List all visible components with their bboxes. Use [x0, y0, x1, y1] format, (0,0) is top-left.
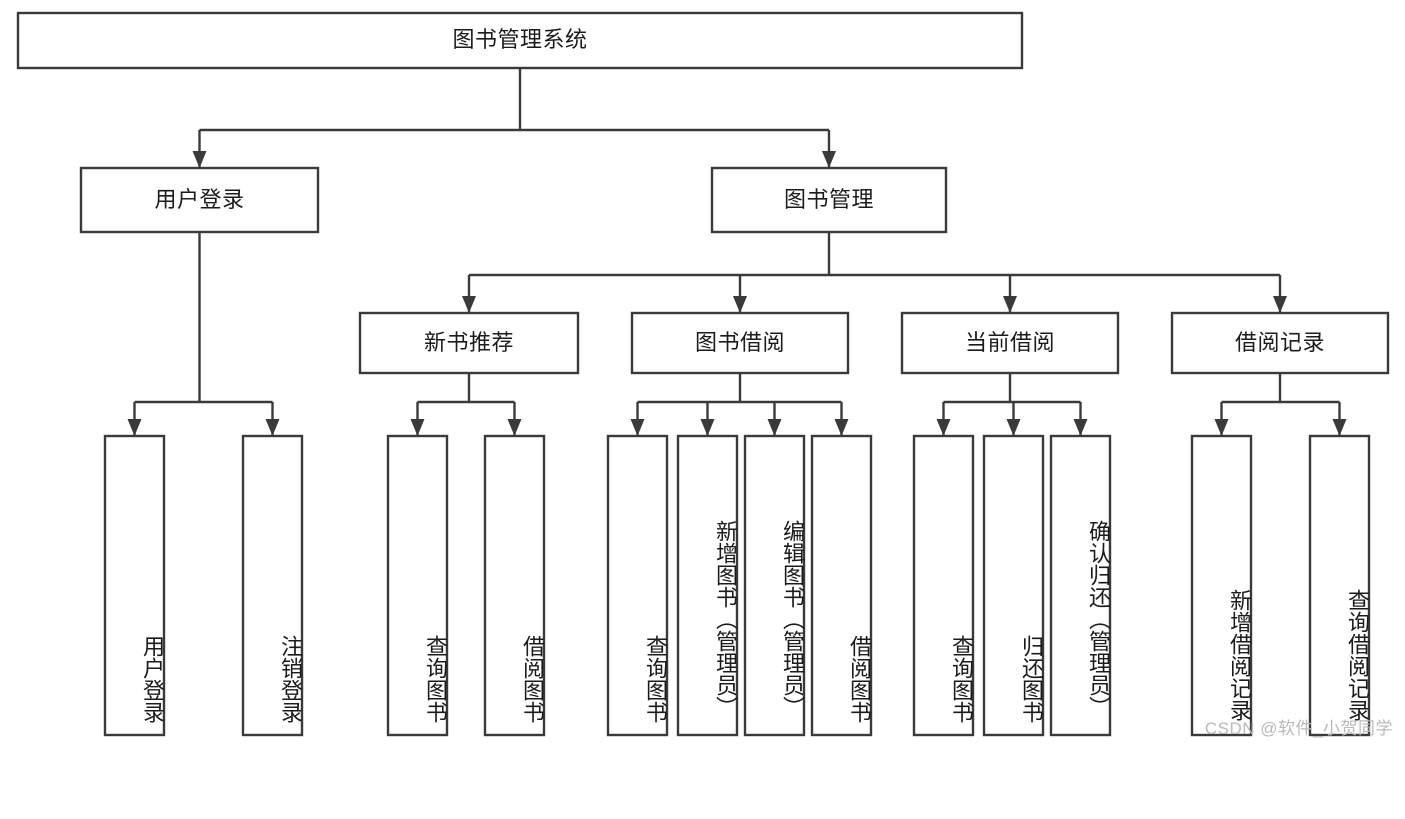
arrow-icon-leaf-confirm-return [1073, 419, 1088, 436]
node-box-leaf-user-logout [241, 434, 304, 737]
node-box-leaf-edit-book [743, 434, 806, 737]
node-box-leaf-query-book-borrow [606, 434, 669, 737]
node-box-leaf-add-book [676, 434, 739, 737]
arrow-icon-leaf-borrow-book [834, 419, 849, 436]
arrow-icon-borrow-records [1273, 296, 1287, 313]
node-box-leaf-add-borrow-record [1190, 434, 1253, 737]
node-box-leaf-borrow-book-recommend [483, 434, 546, 737]
node-box-borrow-records [1170, 311, 1390, 375]
arrow-icon-leaf-add-book [700, 419, 715, 436]
diagram-canvas [16, 11, 1390, 737]
arrow-icon-leaf-user-logout [265, 419, 280, 436]
node-box-current-borrow [900, 311, 1120, 375]
node-box-book-borrow [630, 311, 850, 375]
flowchart-diagram: 图书管理系统用户登录图书管理新书推荐图书借阅当前借阅借阅记录用户登录注销登录查询… [16, 11, 1393, 738]
node-box-new-book-recommend [358, 311, 580, 375]
node-box-leaf-borrow-book [810, 434, 873, 737]
arrow-icon-leaf-query-book-borrow [630, 419, 645, 436]
node-box-leaf-query-borrow-record [1308, 434, 1371, 737]
node-box-leaf-return-book [982, 434, 1045, 737]
arrow-icon-leaf-user-login [127, 419, 142, 436]
arrow-icon-book-borrow [733, 296, 747, 313]
arrow-icon-current-borrow [1003, 296, 1017, 313]
arrow-icon-leaf-edit-book [767, 419, 782, 436]
arrow-icon-leaf-query-book-current [936, 419, 951, 436]
node-box-user-login [79, 166, 320, 234]
arrow-icon-leaf-borrow-book-recommend [507, 419, 522, 436]
arrow-icon-book-management [822, 151, 836, 168]
arrow-icon-new-book-recommend [462, 296, 476, 313]
node-box-leaf-query-book-recommend [386, 434, 449, 737]
node-box-layer [16, 11, 1390, 737]
node-box-root [16, 11, 1024, 70]
node-box-leaf-confirm-return [1049, 434, 1112, 737]
arrow-icon-leaf-query-borrow-record [1332, 419, 1347, 436]
node-box-book-management [710, 166, 948, 234]
node-box-leaf-query-book-current [912, 434, 975, 737]
connector-layer [127, 68, 1347, 436]
arrow-icon-leaf-add-borrow-record [1214, 419, 1229, 436]
arrow-icon-leaf-query-book-recommend [410, 419, 425, 436]
arrow-icon-user-login [192, 151, 207, 168]
arrow-icon-leaf-return-book [1006, 419, 1021, 436]
node-box-leaf-user-login [103, 434, 166, 737]
